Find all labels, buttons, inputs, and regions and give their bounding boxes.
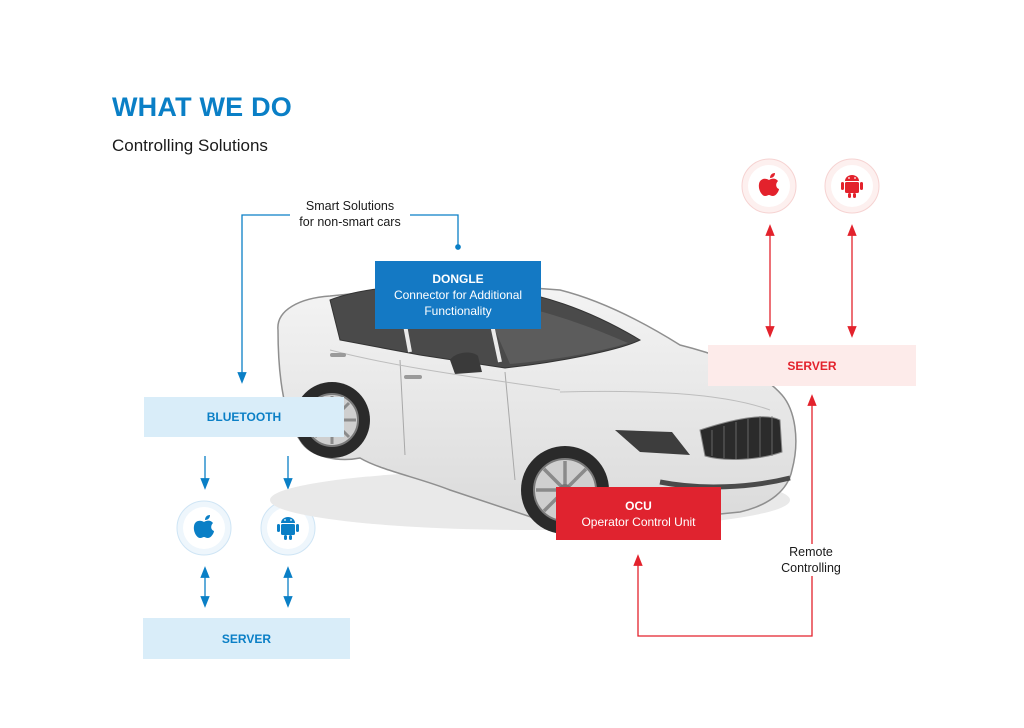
smart-solutions-note: Smart Solutions for non-smart cars <box>285 198 415 230</box>
bluetooth-box: BLUETOOTH <box>144 397 344 437</box>
dongle-desc-line2: Functionality <box>424 304 492 318</box>
page-title: WHAT WE DO <box>112 92 292 122</box>
apps-server-left-arrows <box>200 566 293 608</box>
page-subtitle: Controlling Solutions <box>112 136 268 155</box>
dongle-callout: DONGLE Connector for Additional Function… <box>375 261 541 329</box>
bluetooth-to-apps-arrows <box>200 456 293 490</box>
apple-icon <box>193 515 214 538</box>
left-apple-icon-circle <box>176 500 232 556</box>
right-server-box: SERVER <box>708 345 916 386</box>
bluetooth-label: BLUETOOTH <box>206 410 282 424</box>
apps-server-right-arrows <box>765 224 857 338</box>
dongle-desc-line1: Connector for Additional <box>393 288 523 302</box>
remote-controlling-note: Remote Controlling <box>766 544 856 576</box>
smart-solutions-line1: Smart Solutions <box>305 199 395 213</box>
android-icon <box>841 175 863 198</box>
right-apple-icon-circle <box>741 158 797 214</box>
smart-solutions-connector <box>237 214 461 384</box>
apple-icon <box>758 173 779 196</box>
dongle-title: DONGLE <box>432 272 484 286</box>
smart-solutions-line2: for non-smart cars <box>299 215 401 229</box>
right-android-icon-circle <box>824 158 880 214</box>
ocu-title: OCU <box>625 498 652 513</box>
ocu-desc: Operator Control Unit <box>581 514 696 529</box>
right-server-label: SERVER <box>787 358 837 373</box>
left-server-label: SERVER <box>221 631 272 646</box>
remote-controlling-connector <box>633 394 817 637</box>
left-server-box: SERVER <box>143 618 350 659</box>
remote-line2: Controlling <box>781 561 841 575</box>
ocu-callout: OCU Operator Control Unit <box>556 487 721 540</box>
remote-line1: Remote <box>789 545 833 559</box>
android-icon <box>277 517 299 540</box>
